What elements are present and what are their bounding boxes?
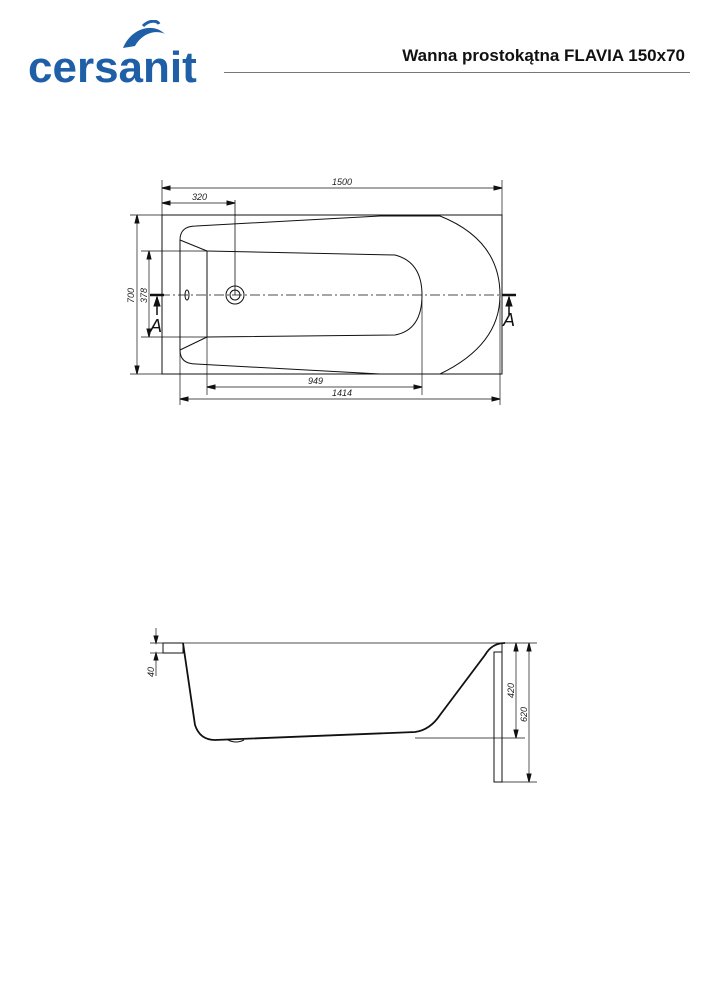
section-marker-left: A bbox=[149, 316, 162, 336]
top-view: 1500 320 700 378 A A 949 bbox=[126, 177, 516, 405]
side-view: 40 420 620 bbox=[146, 628, 537, 783]
brand-name: cersanit bbox=[28, 43, 197, 92]
dim-overall-length: 1500 bbox=[332, 177, 352, 187]
dolphin-icon bbox=[123, 20, 165, 48]
dim-total-height: 620 bbox=[519, 707, 529, 722]
dim-rim-thickness: 40 bbox=[146, 667, 156, 677]
section-marker-right: A bbox=[502, 310, 515, 330]
dim-overall-width: 700 bbox=[126, 288, 136, 303]
dim-inner-length: 1414 bbox=[332, 388, 352, 398]
dim-drain-offset: 320 bbox=[192, 192, 207, 202]
dim-bottom-length: 949 bbox=[308, 376, 323, 386]
dim-inner-width: 378 bbox=[139, 288, 149, 303]
dim-depth: 420 bbox=[506, 683, 516, 698]
brand-logo: cersanit bbox=[28, 20, 218, 94]
page-title: Wanna prostokątna FLAVIA 150x70 bbox=[402, 46, 685, 65]
header-divider bbox=[224, 72, 690, 73]
